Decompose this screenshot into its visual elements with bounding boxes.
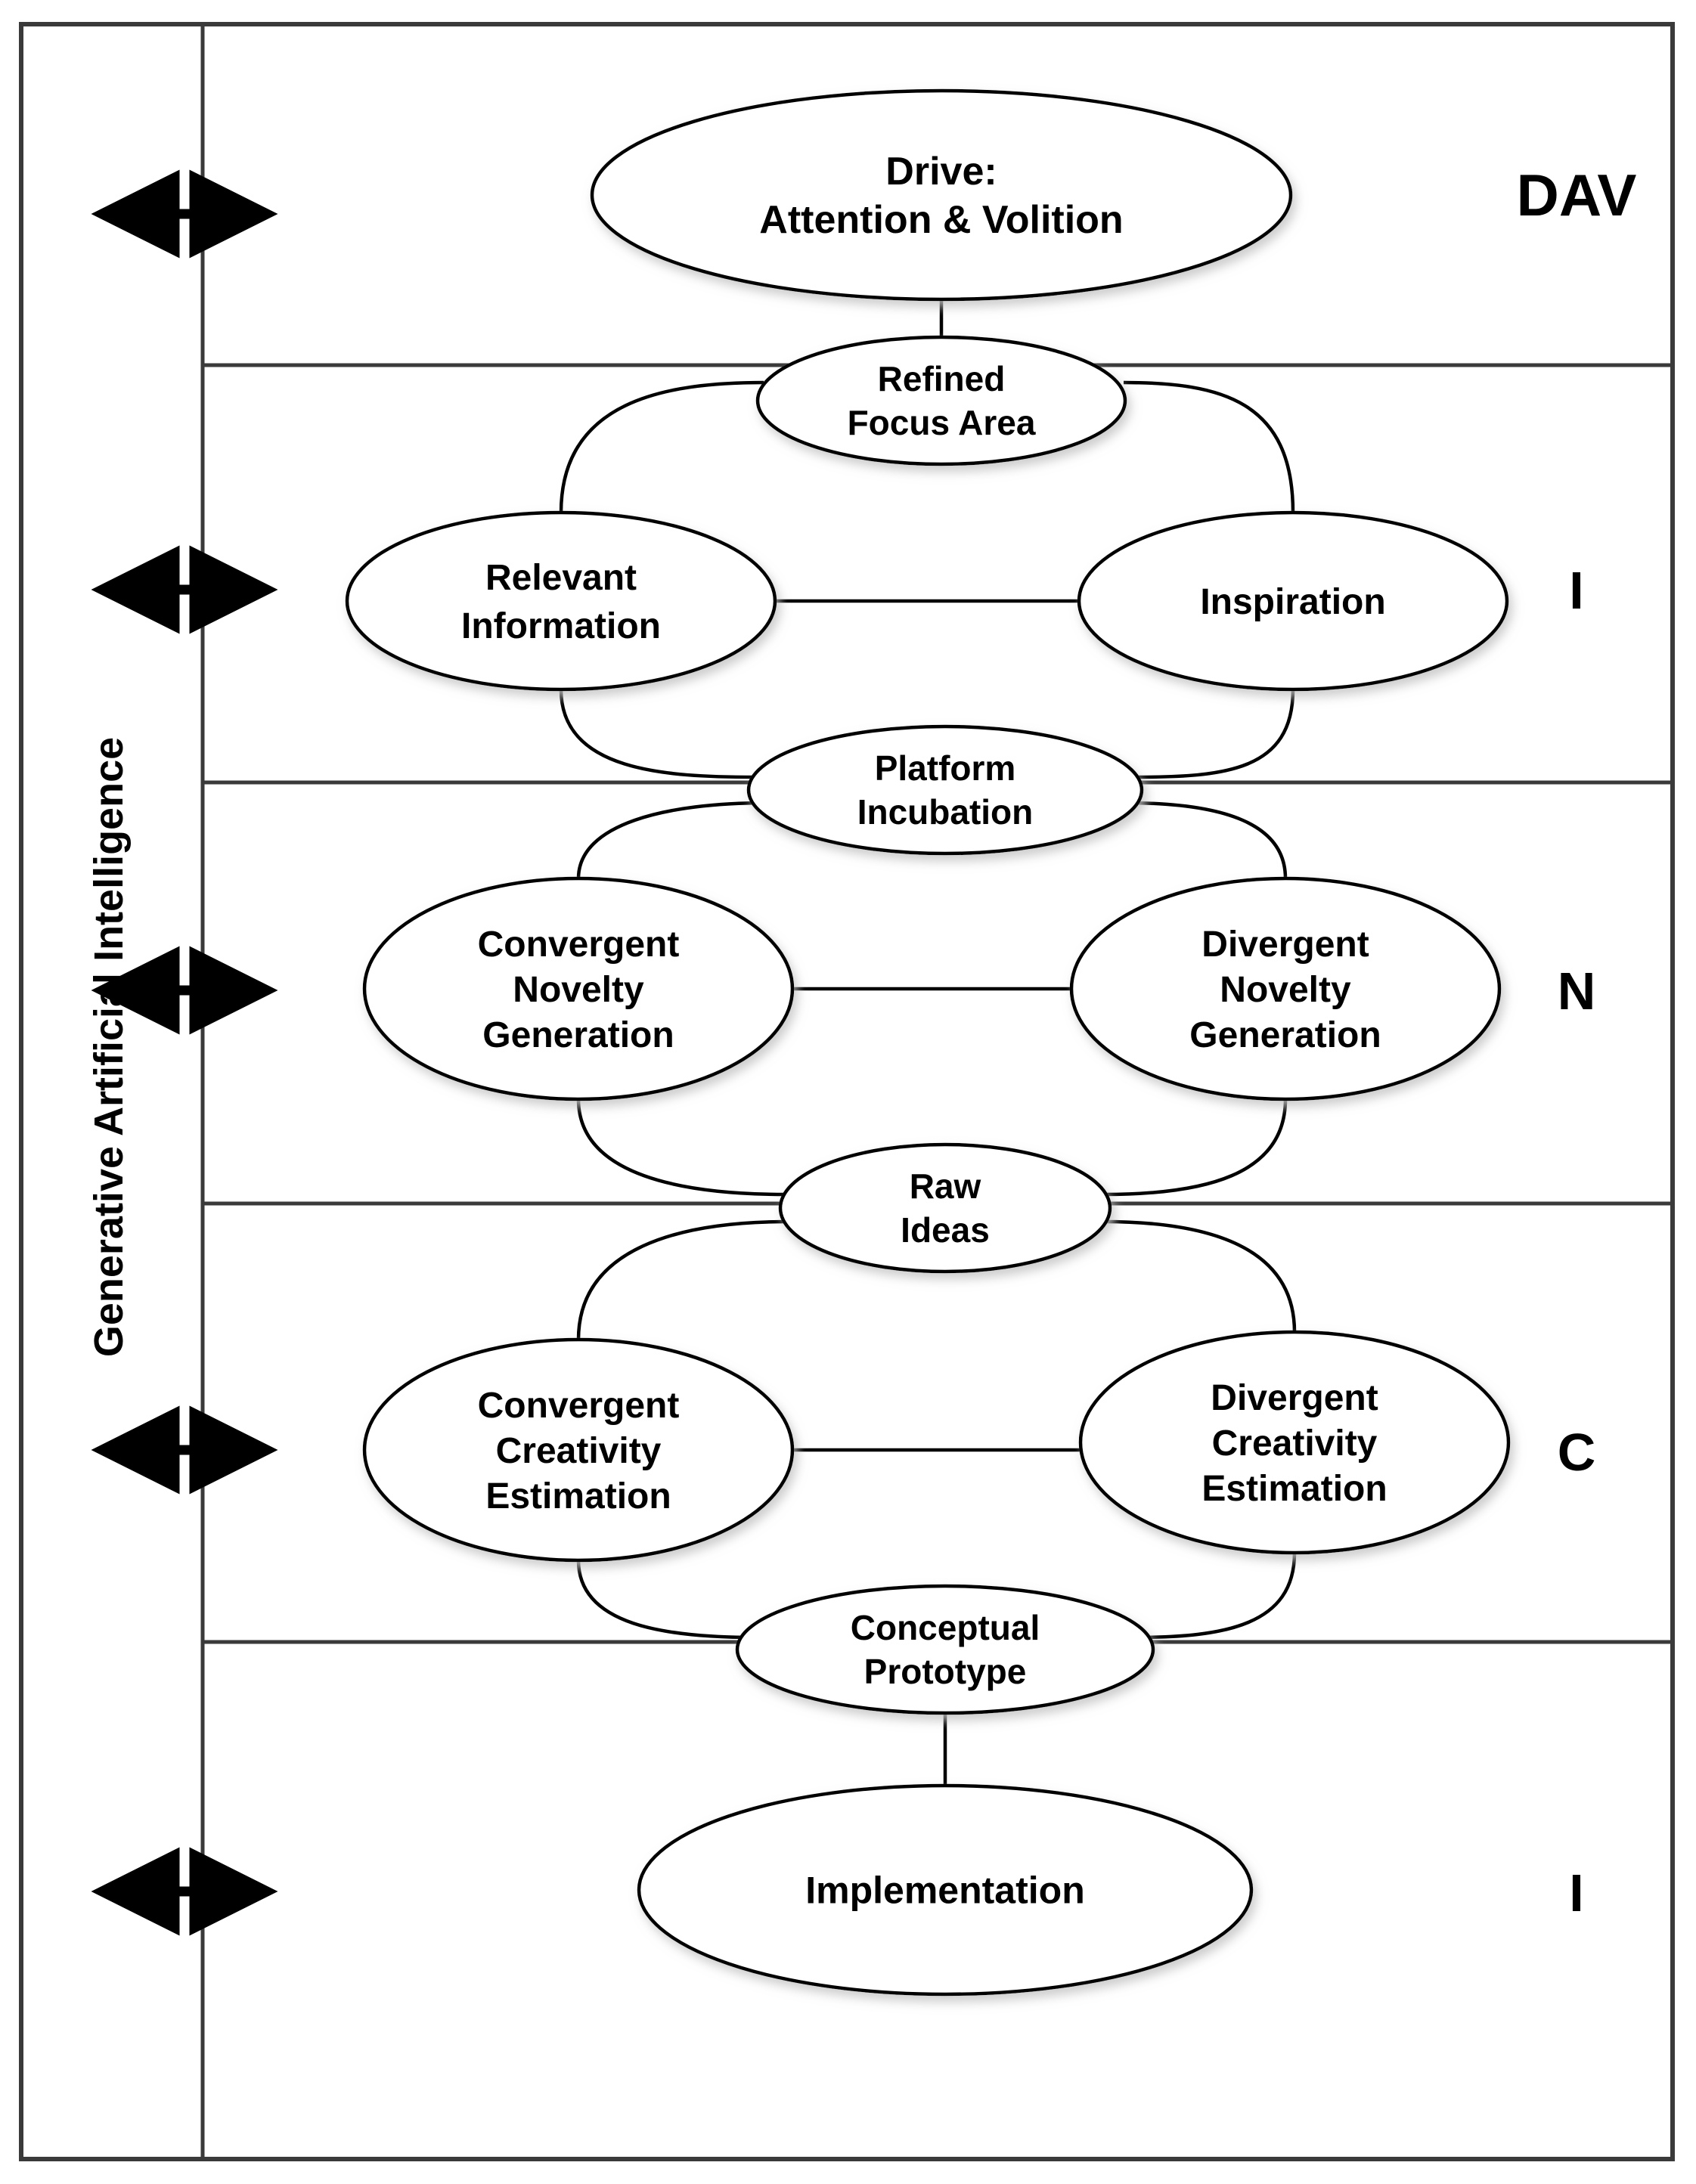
node-shape-convergent-novelty-generation — [362, 876, 795, 1101]
connector-divergent-creativity-to-prototype — [1133, 1552, 1297, 1640]
node-label-inspiration: Inspiration — [1200, 582, 1385, 622]
tier-letter-implementation: I — [1569, 1863, 1583, 1922]
tier-letter-information: I — [1569, 561, 1583, 620]
node-drive[interactable]: Drive:Attention & Volition — [590, 88, 1293, 302]
tier-letter-dav: DAV — [1517, 162, 1637, 228]
node-inspiration[interactable]: Inspiration — [1077, 510, 1509, 692]
node-shape-conceptual-prototype — [735, 1584, 1155, 1715]
axis-label-generative-ai: Generative Artificial Intelligence — [86, 737, 132, 1357]
tier-letter-novelty: N — [1558, 962, 1596, 1021]
node-shape-divergent-novelty-generation — [1069, 876, 1502, 1101]
node-shape-implementation — [637, 1783, 1254, 1997]
node-label-implementation: Implementation — [805, 1870, 1084, 1912]
connector-inspiration-to-platform — [1133, 689, 1295, 779]
connector-platform-to-convergent-novelty — [576, 801, 768, 879]
node-shape-refined-focus-area — [755, 335, 1127, 466]
node-implementation[interactable]: Implementation — [637, 1783, 1254, 1997]
node-shape-drive — [590, 88, 1293, 302]
node-shape-inspiration — [1077, 510, 1509, 692]
connector-platform-to-divergent-novelty — [1124, 801, 1288, 879]
tier-letter-creativity: C — [1558, 1423, 1596, 1482]
node-label-drive: Drive:Attention & Volition — [759, 150, 1123, 242]
connector-convergent-creativity-to-prototype — [576, 1560, 757, 1640]
node-shape-divergent-creativity-estimation — [1078, 1330, 1511, 1555]
connector-refined-to-relevant-information — [559, 380, 764, 513]
connector-relevant-information-to-platform — [559, 689, 757, 779]
node-shape-convergent-creativity-estimation — [362, 1337, 795, 1563]
node-shape-raw-ideas — [778, 1142, 1112, 1274]
node-shape-platform-incubation — [746, 724, 1144, 856]
connector-raw-ideas-to-convergent-creativity — [576, 1219, 789, 1340]
connector-raw-ideas-to-divergent-creativity — [1103, 1219, 1297, 1333]
connector-refined-to-inspiration — [1123, 380, 1295, 513]
node-shape-relevant-information — [345, 510, 777, 692]
connector-convergent-novelty-to-raw-ideas — [576, 1098, 787, 1197]
connector-divergent-novelty-to-raw-ideas — [1103, 1098, 1288, 1197]
